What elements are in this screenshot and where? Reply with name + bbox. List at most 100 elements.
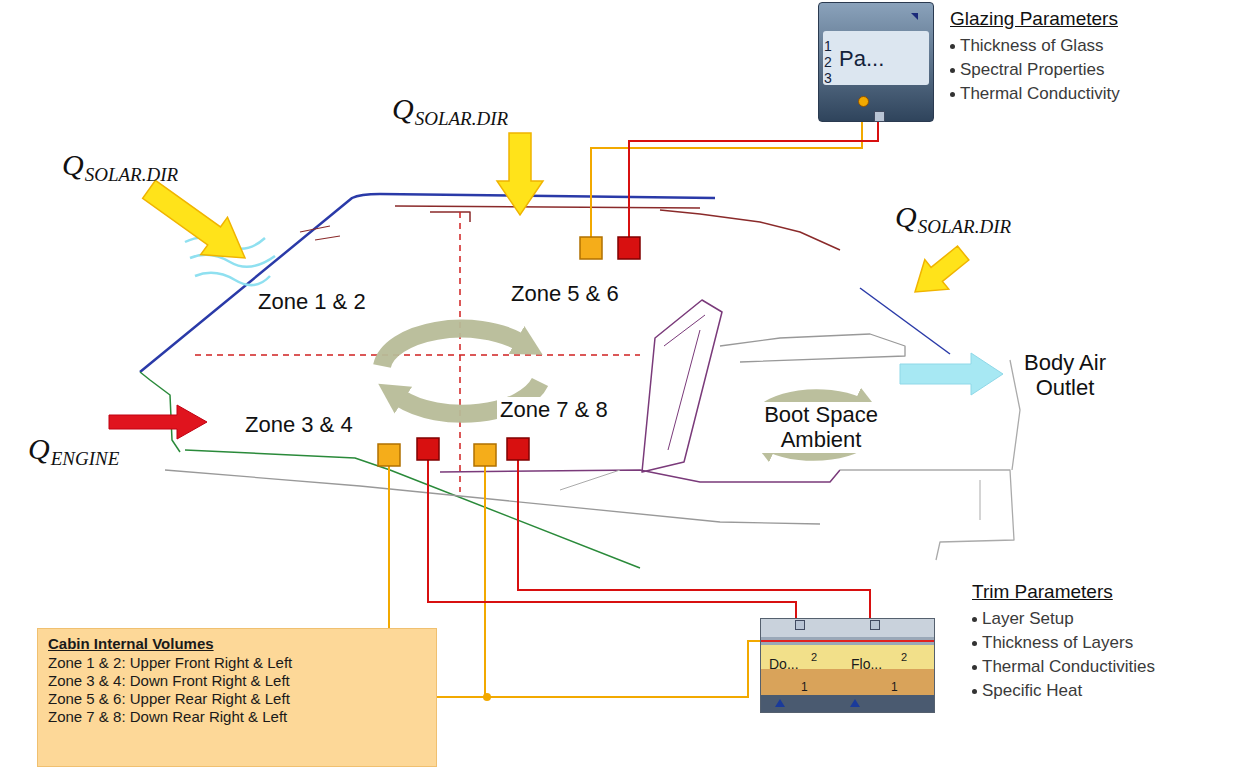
outlet-label: Body Air Outlet [1010, 350, 1120, 401]
body-outline-part [440, 470, 840, 482]
zone-definition: Zone 5 & 6: Upper Rear Right & Left [48, 690, 426, 708]
bullet-mark [972, 617, 977, 622]
bullet-mark [950, 68, 955, 73]
layer-band [761, 669, 934, 695]
icon-text: Flo... [851, 657, 882, 672]
solar-arrows-part [136, 171, 259, 277]
heat-subscript: ENGINE [51, 448, 120, 470]
body-outline-part [300, 226, 340, 240]
zone-dividers [195, 212, 640, 492]
engine-heat-arrow [109, 405, 207, 439]
heat-subscript: SOLAR.DIR [85, 164, 178, 186]
heat-symbol: Q [392, 92, 414, 127]
body-outline-part [720, 334, 905, 362]
cabin-volumes-box: Cabin Internal VolumesZone 1 & 2: Upper … [37, 628, 437, 767]
outlet-arrow [900, 353, 1003, 395]
body-outline-part [165, 470, 820, 524]
icon-text: 2 [824, 55, 832, 70]
panel-heading: Glazing Parameters [950, 8, 1118, 30]
zone-label: Zone 1 & 2 [255, 289, 369, 314]
outlet-arrow-part-part [900, 353, 1003, 395]
wires-part [428, 460, 796, 622]
parameter-item: Layer Setup [982, 609, 1074, 629]
icon-text: Do... [769, 657, 799, 672]
wires [389, 100, 900, 701]
zone-label: Zone 3 & 4 [242, 412, 356, 437]
body-outline-part [560, 470, 980, 520]
body-outline-part [664, 315, 705, 450]
zone-dividers-part [195, 354, 640, 356]
sensor-squares-part [474, 444, 496, 466]
layer-marker [850, 699, 860, 707]
region-label: Boot Space Ambient [748, 402, 894, 453]
sensor-squares-part [618, 237, 640, 259]
body-outline-part [840, 360, 1020, 560]
wires-part [629, 118, 878, 237]
sensor-squares-part [507, 438, 529, 460]
icon-text: Pa... [839, 47, 884, 71]
heat-subscript: SOLAR.DIR [918, 216, 1011, 238]
solar-arrows-part-part [136, 171, 259, 277]
sensor-squares-part [378, 444, 400, 466]
icon-text: 1 [824, 39, 832, 54]
solar-arrows-part-part [497, 133, 543, 215]
glazing-model-icon: 123 Pa... [818, 2, 934, 122]
body-outline-part [185, 450, 640, 568]
solar-arrows-part [497, 133, 543, 215]
heat-subscript: SOLAR.DIR [415, 108, 508, 130]
bullet-mark [972, 641, 977, 646]
zone-definition: Zone 3 & 4: Down Front Right & Left [48, 672, 426, 690]
icon-text: 1 [891, 681, 898, 694]
zone-label: Zone 5 & 6 [508, 281, 622, 306]
layer-line [761, 640, 934, 642]
parameter-item: Thickness of Glass [960, 36, 1104, 56]
sensor-squares [378, 237, 640, 466]
zone-definition: Zone 7 & 8: Down Rear Right & Left [48, 708, 426, 726]
body-outline-part [642, 300, 722, 472]
engine-heat-arrow-part [109, 405, 207, 439]
connector-square [795, 620, 805, 630]
solar-arrows-part-part [903, 238, 975, 307]
outlet-arrow-part [900, 353, 1003, 395]
connector-square [870, 620, 880, 630]
box-heading: Cabin Internal Volumes [48, 635, 426, 653]
bullet-mark [950, 92, 955, 97]
sensor-squares-part [580, 237, 602, 259]
solar-arrows-part [903, 238, 975, 307]
layer-marker [775, 699, 785, 707]
air-flow-lines-part [195, 273, 270, 285]
parameter-item: Thickness of Layers [982, 633, 1133, 653]
bullet-mark [950, 44, 955, 49]
bullet-mark [972, 689, 977, 694]
solar-arrows [136, 133, 975, 307]
parameter-item: Specific Heat [982, 681, 1082, 701]
parameter-item: Thermal Conductivity [960, 84, 1120, 104]
layer-band [761, 619, 934, 637]
panel-heading: Trim Parameters [972, 581, 1113, 603]
icon-text: 2 [901, 651, 907, 663]
layer-band [761, 695, 934, 712]
zone-label: Zone 7 & 8 [497, 397, 611, 422]
sensor-squares-part [417, 438, 439, 460]
connector-square [874, 111, 885, 122]
heat-symbol: Q [895, 200, 917, 235]
wires-part [484, 466, 486, 697]
icon-text: 2 [811, 651, 817, 663]
heat-symbol: Q [62, 148, 84, 183]
corner-mark [911, 13, 918, 20]
body-outline-part [860, 288, 950, 354]
heat-symbol: Q [28, 432, 50, 467]
parameter-item: Spectral Properties [960, 60, 1105, 80]
body-outline-part [140, 372, 180, 452]
engine-heat-arrow-part-part [109, 405, 207, 439]
icon-text: 3 [824, 71, 832, 86]
bullet-mark [972, 665, 977, 670]
body-outline [140, 194, 1020, 568]
zone-dividers-part [459, 212, 461, 492]
circulation-arrows-part [382, 329, 520, 366]
parameter-item: Thermal Conductivities [982, 657, 1155, 677]
wires-part [483, 693, 491, 701]
connector-dot [858, 96, 869, 107]
wires-part [518, 460, 870, 622]
